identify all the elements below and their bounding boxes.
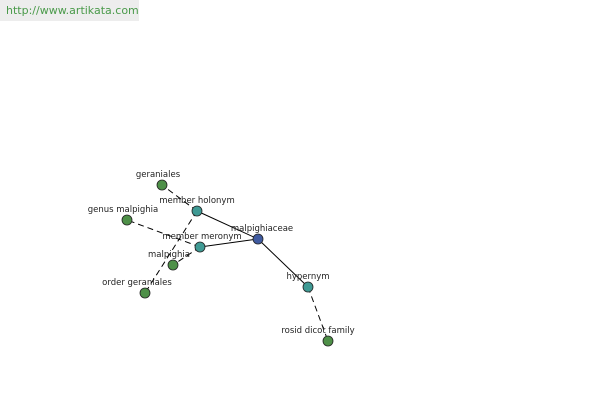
node-geraniales-label[interactable]: geraniales bbox=[136, 170, 181, 180]
node-genus-malpighia[interactable]: genus malpighia bbox=[88, 205, 159, 226]
node-member-meronym-dot[interactable] bbox=[194, 241, 206, 253]
node-rosid-dicot-family-dot[interactable] bbox=[322, 335, 334, 347]
node-order-geraniales[interactable]: order geraniales bbox=[102, 278, 172, 299]
node-malpighia-label[interactable]: malpighia bbox=[148, 250, 190, 260]
node-hypernym-dot[interactable] bbox=[302, 281, 314, 293]
node-hypernym-label[interactable]: hypernym bbox=[286, 272, 329, 282]
node-malpighia[interactable]: malpighia bbox=[148, 250, 190, 271]
edge-member-meronym-malpighia bbox=[172, 246, 201, 266]
node-member-meronym[interactable]: member meronym bbox=[162, 232, 242, 253]
node-genus-malpighia-label[interactable]: genus malpighia bbox=[88, 205, 159, 215]
graph-edges bbox=[126, 184, 329, 342]
node-geraniales[interactable]: geraniales bbox=[136, 170, 181, 191]
node-malpighiaceae-dot[interactable] bbox=[252, 233, 264, 245]
source-url-banner[interactable]: http://www.artikata.com bbox=[0, 0, 139, 21]
edge-member-holonym-geraniales bbox=[161, 184, 198, 212]
source-url-link[interactable]: http://www.artikata.com bbox=[6, 4, 139, 17]
edge-malpighiaceae-hypernym bbox=[257, 238, 309, 288]
node-order-geraniales-label[interactable]: order geraniales bbox=[102, 278, 172, 288]
node-malpighia-dot[interactable] bbox=[167, 259, 179, 271]
node-member-holonym-dot[interactable] bbox=[191, 205, 203, 217]
node-malpighiaceae-label[interactable]: malpighiaceae bbox=[231, 224, 293, 234]
node-member-holonym[interactable]: member holonym bbox=[159, 196, 235, 217]
node-geraniales-dot[interactable] bbox=[156, 179, 168, 191]
node-rosid-dicot-family-label[interactable]: rosid dicot family bbox=[281, 326, 354, 336]
node-genus-malpighia-dot[interactable] bbox=[121, 214, 133, 226]
node-member-meronym-label[interactable]: member meronym bbox=[162, 232, 241, 242]
edge-member-holonym-order-geraniales bbox=[144, 210, 198, 294]
node-rosid-dicot-family[interactable]: rosid dicot family bbox=[281, 326, 355, 347]
node-order-geraniales-dot[interactable] bbox=[139, 287, 151, 299]
edge-member-meronym-genus-malpighia bbox=[126, 219, 201, 248]
node-hypernym[interactable]: hypernym bbox=[286, 272, 330, 293]
edge-malpighiaceae-member-meronym bbox=[199, 238, 259, 248]
graph-nodes: geraniales genus malpighia member holony… bbox=[88, 170, 355, 347]
node-member-holonym-label[interactable]: member holonym bbox=[159, 196, 234, 206]
node-malpighiaceae[interactable]: malpighiaceae bbox=[231, 224, 293, 245]
edge-malpighiaceae-member-holonym bbox=[196, 210, 259, 240]
